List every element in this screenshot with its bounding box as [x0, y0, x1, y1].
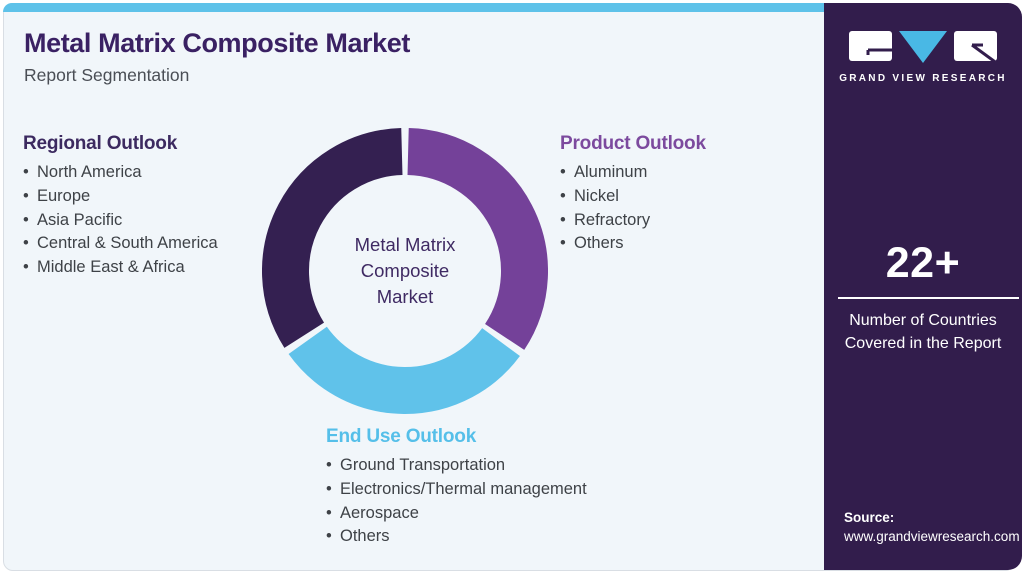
list-item: • Ground Transportation [326, 454, 656, 478]
list-item: • Central & South America [23, 232, 263, 256]
section-end-use-outlook: End Use Outlook • Ground Transportation •… [326, 426, 656, 549]
list-item: • Aerospace [326, 502, 656, 526]
list-item: • Others [560, 232, 790, 256]
list-item: • Refractory [560, 209, 790, 233]
list-item-label: Aluminum [574, 163, 648, 181]
donut-segment-end-use-outlook [288, 326, 520, 414]
bullet-marker: • [560, 234, 566, 253]
top-accent-bar [3, 3, 825, 12]
brand-name: GRAND VIEW RESEARCH [839, 73, 1007, 84]
logo-v-triangle [899, 31, 947, 63]
list-item-label: Others [340, 527, 390, 546]
bullet-marker: • [326, 456, 332, 474]
header: Metal Matrix Composite Market Report Seg… [24, 28, 410, 86]
sidebar: GRAND VIEW RESEARCH 22+ Number of Countr… [824, 3, 1022, 570]
list-item: • Others [326, 525, 656, 549]
gvr-logo: GRAND VIEW RESEARCH [824, 28, 1022, 84]
source-block: Source: www.grandviewresearch.com [844, 510, 1020, 544]
page-subtitle: Report Segmentation [24, 65, 190, 86]
stat-caption-line: Covered in the Report [844, 334, 1002, 352]
source-url: www.grandviewresearch.com [844, 529, 1020, 544]
end-use-outlook-list: • Ground Transportation • Electronics/Ther… [326, 454, 656, 549]
section-product-outlook: Product Outlook • Aluminum • Nickel • Refra… [560, 133, 790, 256]
bullet-marker: • [560, 163, 566, 181]
donut-chart: Metal Matrix Composite Market [262, 128, 548, 414]
donut-chart-svg [262, 128, 548, 414]
donut-segment-regional-outlook [262, 128, 404, 348]
bullet-marker: • [23, 234, 29, 253]
bullet-marker: • [560, 186, 566, 205]
list-item: • North America [23, 161, 263, 185]
stat-divider [838, 297, 1019, 299]
bullet-marker: • [23, 210, 29, 229]
list-item-label: Central & South America [37, 234, 218, 253]
countries-stat: 22+ Number of Countries Covered in the R… [824, 239, 1022, 355]
section-regional-outlook: Regional Outlook • North America • Europe … [23, 133, 263, 280]
list-item-label: North America [37, 163, 142, 181]
donut-center-line: Composite [360, 260, 450, 281]
list-item: • Electronics/Thermal management [326, 478, 656, 502]
product-outlook-list: • Aluminum • Nickel • Refractory • Others [560, 161, 790, 256]
stat-value: 22+ [885, 239, 961, 287]
stat-caption-line: Number of Countries [849, 311, 997, 329]
list-item: • Middle East & Africa [23, 256, 263, 280]
logo-g-block [849, 31, 892, 61]
list-item-label: Refractory [574, 210, 651, 229]
list-item: • Europe [23, 185, 263, 209]
bullet-marker: • [326, 479, 332, 498]
donut-center-label: Metal Matrix Composite Market [262, 128, 548, 414]
product-outlook-heading: Product Outlook [560, 133, 706, 154]
regional-outlook-list: • North America • Europe • Asia Pacific • Ce… [23, 161, 263, 280]
list-item-label: Others [574, 234, 624, 253]
bullet-marker: • [23, 258, 29, 277]
bullet-marker: • [326, 503, 332, 522]
source-label: Source: [844, 510, 895, 525]
donut-segment-product-outlook [406, 128, 548, 350]
list-item: • Aluminum [560, 161, 790, 185]
bullet-marker: • [560, 210, 566, 229]
list-item-label: Ground Transportation [340, 456, 506, 474]
donut-center-line: Metal Matrix [354, 234, 456, 255]
bullet-marker: • [23, 163, 29, 181]
list-item: • Asia Pacific [23, 209, 263, 233]
list-item-label: Middle East & Africa [37, 258, 185, 277]
list-item-label: Aerospace [340, 503, 419, 522]
regional-outlook-heading: Regional Outlook [23, 133, 178, 154]
list-item-label: Nickel [574, 186, 619, 205]
page-title: Metal Matrix Composite Market [24, 28, 410, 58]
list-item-label: Electronics/Thermal management [340, 479, 587, 498]
stat-caption: Number of Countries Covered in the Repor… [824, 309, 1022, 355]
end-use-outlook-heading: End Use Outlook [326, 426, 477, 447]
bullet-marker: • [23, 186, 29, 205]
list-item-label: Asia Pacific [37, 210, 123, 229]
gvr-logo-icon [849, 31, 998, 66]
logo-r-stroke [971, 43, 998, 66]
list-item-label: Europe [37, 186, 91, 205]
donut-center-line: Market [376, 286, 434, 307]
bullet-marker: • [326, 527, 332, 546]
list-item: • Nickel [560, 185, 790, 209]
